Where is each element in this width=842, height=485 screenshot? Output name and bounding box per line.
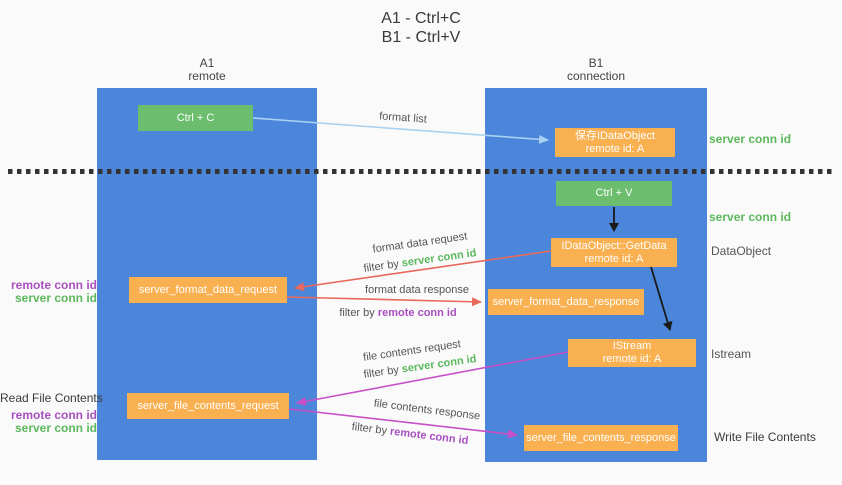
dotted-separator-line xyxy=(8,169,836,174)
node-ctrl-c: Ctrl + C xyxy=(138,105,253,131)
node-server-format-data-request: server_format_data_request xyxy=(129,277,287,303)
label-format-list: format list xyxy=(378,110,428,126)
node-server-format-data-response-label: server_format_data_response xyxy=(492,295,640,308)
lane-header-a1: A1 remote xyxy=(97,57,317,83)
node-save-idataobject: 保存IDataObject remote id: A xyxy=(555,128,675,157)
node-idataobject-getdata-line2: remote id: A xyxy=(584,252,644,265)
title-line-2: B1 - Ctrl+V xyxy=(381,29,461,46)
annotation-server-conn-id-1: server conn id xyxy=(14,291,97,305)
node-ctrl-v: Ctrl + V xyxy=(556,181,672,206)
node-istream-line2: remote id: A xyxy=(602,353,662,365)
node-ctrl-c-label: Ctrl + C xyxy=(176,111,215,124)
annotation-istream: Istream xyxy=(711,347,752,361)
label-file-contents-response: file contents response xyxy=(373,397,481,423)
node-istream: IStream remote id: A xyxy=(568,339,696,367)
node-save-idataobject-line1: 保存IDataObject xyxy=(574,129,656,142)
remote-conn-id-text: remote conn id xyxy=(377,307,457,319)
node-idataobject-getdata: IDataObject::GetData remote id: A xyxy=(551,238,677,267)
annotation-conn-ids-format: remote conn id server conn id xyxy=(0,279,97,305)
annotation-server-conn-id-mid: server conn id xyxy=(709,210,792,224)
node-istream-line1: IStream xyxy=(612,340,652,352)
node-server-file-contents-response: server_file_contents_response xyxy=(524,425,678,451)
node-save-idataobject-line2: remote id: A xyxy=(585,142,645,155)
diagram-title: A1 - Ctrl+C B1 - Ctrl+V xyxy=(0,9,842,47)
annotation-read-file-contents: Read File Contents xyxy=(0,391,103,405)
title-line-1: A1 - Ctrl+C xyxy=(381,10,461,27)
node-idataobject-getdata-line1: IDataObject::GetData xyxy=(561,239,667,252)
server-conn-id-text: server conn id xyxy=(401,247,478,270)
annotation-conn-ids-file: remote conn id server conn id xyxy=(0,409,97,435)
annotation-remote-conn-id-2: remote conn id xyxy=(10,408,97,422)
annotation-write-file-contents: Write File Contents xyxy=(714,430,816,444)
annotation-dataobject: DataObject xyxy=(711,244,772,258)
node-ctrl-v-label: Ctrl + V xyxy=(595,187,633,199)
node-server-format-data-response: server_format_data_response xyxy=(488,289,644,315)
filter-by-text: filter by xyxy=(339,307,375,319)
node-server-file-contents-request: server_file_contents_request xyxy=(127,393,289,419)
lane-b1-subtitle: connection xyxy=(566,69,626,83)
filter-by-text: filter by xyxy=(362,258,400,275)
annotation-server-conn-id-2: server conn id xyxy=(14,421,97,435)
lane-a1-title: A1 xyxy=(199,56,215,70)
label-format-data-response: format data response xyxy=(365,284,469,296)
lane-header-b1: B1 connection xyxy=(485,57,707,83)
label-filter-format-response: filter by remote conn id xyxy=(339,307,456,319)
lane-a1-subtitle: remote xyxy=(188,69,226,83)
node-server-file-contents-request-label: server_file_contents_request xyxy=(137,399,279,412)
label-filter-file-response: filter by remote conn id xyxy=(351,421,469,447)
node-server-file-contents-response-label: server_file_contents_response xyxy=(526,431,676,444)
lane-b1-title: B1 xyxy=(588,56,604,70)
node-server-format-data-request-label: server_format_data_request xyxy=(138,283,278,296)
filter-by-text: filter by xyxy=(362,364,400,381)
remote-conn-id-text: remote conn id xyxy=(389,425,469,448)
annotation-remote-conn-id-1: remote conn id xyxy=(10,278,97,292)
filter-by-text: filter by xyxy=(351,420,388,438)
annotation-server-conn-id-top: server conn id xyxy=(709,132,792,146)
